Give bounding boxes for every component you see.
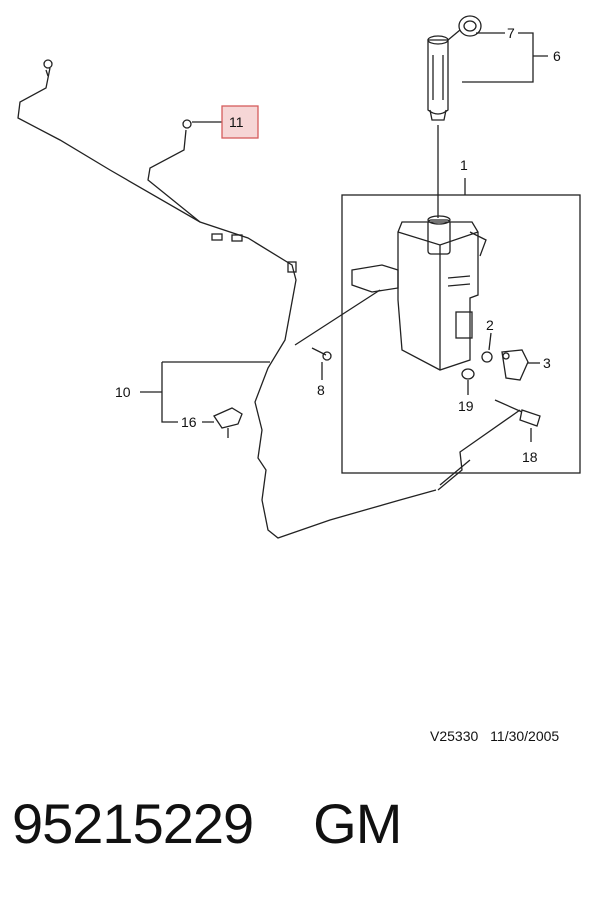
washer-system-diagram: 1 2 3 6 7 8 10 11 16 18 19 [17, 15, 581, 539]
hose-branch [147, 129, 201, 223]
seal-drawing [461, 368, 475, 380]
part-number: 95215229 [12, 792, 254, 855]
hose-tank-return [437, 409, 521, 491]
callout-1: 1 [460, 157, 468, 173]
grommet-drawing [481, 351, 493, 363]
nozzle-left-drawing [43, 59, 53, 77]
callout-16: 16 [181, 414, 197, 430]
callout-8: 8 [317, 382, 325, 398]
callout-19: 19 [458, 398, 474, 414]
leader-10 [140, 361, 270, 423]
filler-neck-drawing [427, 35, 449, 121]
callout-3: 3 [543, 355, 551, 371]
nozzle-right-drawing [182, 119, 192, 129]
hose-connector [211, 233, 223, 241]
callout-2: 2 [486, 317, 494, 333]
sensor-drawing [494, 399, 541, 427]
callout-10: 10 [115, 384, 131, 400]
hose-connector [231, 234, 243, 242]
leader-bolt-to-tank [294, 289, 381, 346]
callout-6: 6 [553, 48, 561, 64]
hose-connector [287, 261, 297, 273]
hose-main [17, 67, 437, 539]
drawing-reference: V25330 11/30/2005 [430, 728, 559, 744]
drawing-date: 11/30/2005 [490, 728, 560, 744]
callout-18: 18 [522, 449, 538, 465]
leader-2 [488, 332, 492, 351]
callout-7: 7 [507, 25, 515, 41]
callout-11-highlight[interactable] [221, 105, 259, 139]
leader-6 [462, 32, 548, 83]
pump-drawing [501, 349, 529, 381]
bolt-drawing [311, 347, 332, 361]
reservoir-frame [341, 194, 581, 474]
callout-11[interactable]: 11 [229, 114, 244, 130]
part-brand: GM [313, 792, 402, 855]
reservoir-tank-drawing [351, 215, 487, 371]
drawing-code: V25330 [430, 728, 479, 744]
cap-drawing [447, 15, 482, 41]
clip-drawing [213, 407, 243, 438]
hose-leader-tank [439, 459, 471, 486]
